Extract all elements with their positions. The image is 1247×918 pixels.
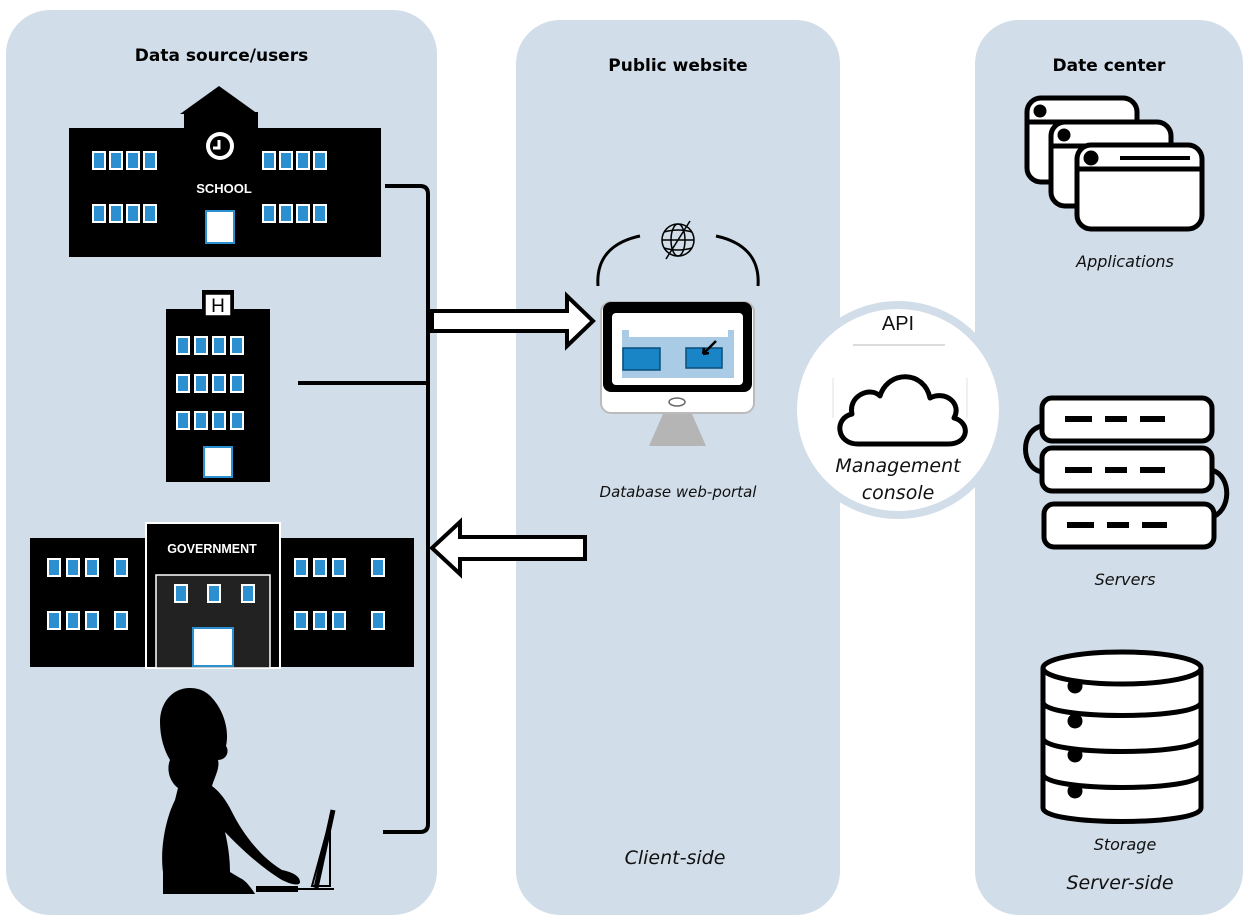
- cloud-icon: [837, 374, 968, 447]
- api-circle: [789, 301, 1007, 519]
- school-sign: SCHOOL: [196, 181, 252, 196]
- servers-label: Servers: [1094, 570, 1156, 589]
- api-console: console: [861, 482, 935, 504]
- storage-icon: [1040, 649, 1204, 824]
- api-title: API: [881, 313, 915, 335]
- hospital-sign: H: [211, 296, 225, 317]
- data-center-title: Date center: [1052, 56, 1166, 76]
- public-website-title: Public website: [608, 56, 748, 76]
- school-building-icon: [69, 86, 381, 257]
- portal-label: Database web-portal: [599, 483, 757, 501]
- applications-label: Applications: [1076, 252, 1174, 271]
- government-building-icon: [30, 522, 414, 669]
- globe-icon: [661, 220, 695, 260]
- public-website-panel: Public website: [516, 20, 840, 915]
- connector-bracket: [298, 184, 430, 834]
- monitor-icon: [600, 301, 755, 446]
- network-arc-left: [596, 234, 641, 287]
- user-laptop-icon: [160, 688, 336, 894]
- server-side-label: Server-side: [1066, 872, 1174, 894]
- api-management: Management: [835, 455, 961, 477]
- applications-icon: [1024, 95, 1205, 232]
- network-arc-right: [715, 234, 760, 287]
- arrow-to-users: [429, 517, 587, 579]
- government-sign: GOVERNMENT: [167, 542, 257, 556]
- servers-icon: [1023, 395, 1230, 550]
- arrow-to-portal: [430, 291, 596, 351]
- client-side-label: Client-side: [624, 847, 726, 869]
- hospital-building-icon: [166, 290, 270, 482]
- data-source-title: Data source/users: [134, 46, 309, 66]
- storage-label: Storage: [1093, 835, 1157, 854]
